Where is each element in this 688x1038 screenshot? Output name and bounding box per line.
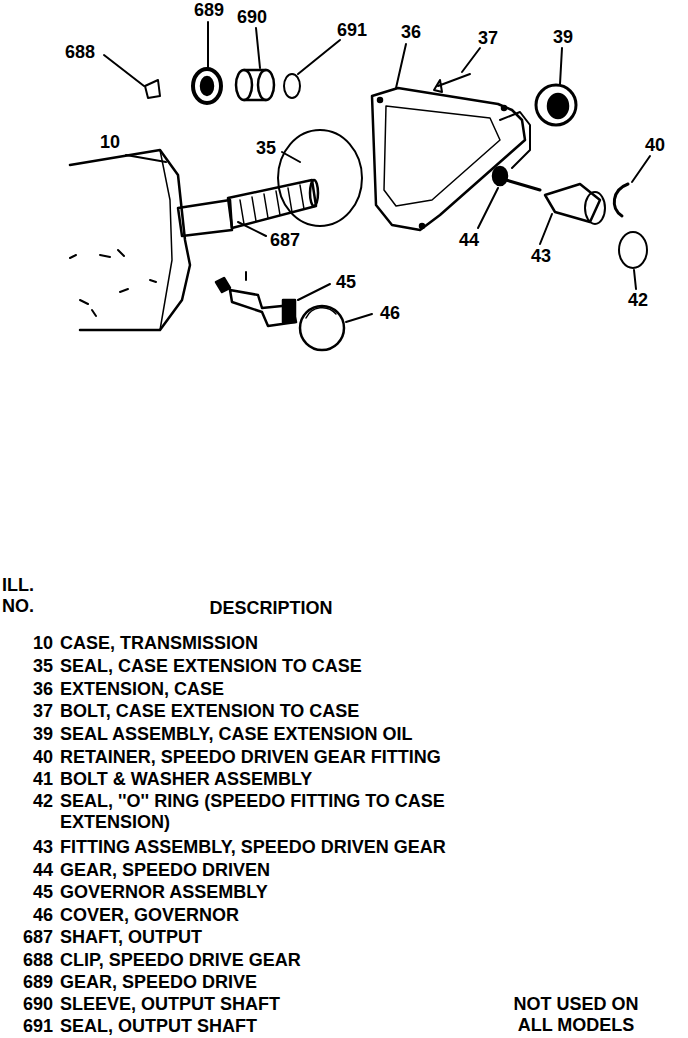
table-cell: COVER, GOVERNOR	[60, 905, 239, 926]
table-cell: GEAR, SPEEDO DRIVEN	[60, 860, 270, 881]
table-cell: RETAINER, SPEEDO DRIVEN GEAR FITTING	[60, 747, 441, 768]
table-cell: SHAFT, OUTPUT	[60, 927, 202, 948]
table-cell: 687	[23, 927, 53, 948]
table-cell: 45	[33, 882, 53, 903]
table-cell: CASE, TRANSMISSION	[60, 633, 258, 654]
callout-number: 10	[100, 132, 120, 153]
table-cell: GEAR, SPEEDO DRIVE	[60, 972, 257, 993]
callout-number: 35	[256, 138, 276, 159]
callout-number: 42	[628, 290, 648, 311]
table-cell: 39	[33, 724, 53, 745]
callout-number: 691	[337, 20, 367, 41]
callout-number: 46	[380, 303, 400, 324]
table-cell: SEAL, ''O'' RING (SPEEDO FITTING TO CASE…	[60, 791, 500, 833]
table-cell: GOVERNOR ASSEMBLY	[60, 882, 268, 903]
table-cell: 691	[23, 1016, 53, 1037]
table-cell: SEAL, CASE EXTENSION TO CASE	[60, 656, 362, 677]
table-cell: 36	[33, 679, 53, 700]
table-cell: 689	[23, 972, 53, 993]
callout-number: 43	[531, 246, 551, 267]
callout-number: 44	[459, 230, 479, 251]
table-header: ILL. NO.	[2, 575, 48, 617]
table-header: DESCRIPTION	[209, 598, 332, 619]
table-cell: 40	[33, 747, 53, 768]
table-cell: 688	[23, 950, 53, 971]
table-cell: SEAL ASSEMBLY, CASE EXTENSION OIL	[60, 724, 412, 745]
callout-number: 689	[194, 0, 224, 21]
callout-number: 688	[65, 42, 95, 63]
table-cell: 44	[33, 860, 53, 881]
note: NOT USED ON ALL MODELS	[496, 994, 656, 1036]
callout-number: 687	[270, 230, 300, 251]
table-cell: 37	[33, 701, 53, 722]
table-cell: 46	[33, 905, 53, 926]
table-cell: 10	[33, 633, 53, 654]
callout-number: 36	[401, 22, 421, 43]
callout-number: 39	[553, 27, 573, 48]
table-cell: SLEEVE, OUTPUT SHAFT	[60, 994, 280, 1015]
table-cell: 690	[23, 994, 53, 1015]
table-cell: SEAL, OUTPUT SHAFT	[60, 1016, 257, 1037]
callout-number: 37	[478, 28, 498, 49]
table-cell: CLIP, SPEEDO DRIVE GEAR	[60, 950, 301, 971]
table-cell: FITTING ASSEMBLY, SPEEDO DRIVEN GEAR	[60, 837, 446, 858]
table-cell: BOLT & WASHER ASSEMBLY	[60, 769, 312, 790]
table-cell: EXTENSION, CASE	[60, 679, 224, 700]
table-cell: 43	[33, 837, 53, 858]
table-cell: BOLT, CASE EXTENSION TO CASE	[60, 701, 359, 722]
callout-number: 690	[237, 7, 267, 28]
table-cell: 41	[33, 769, 53, 790]
table-cell: 42	[33, 791, 53, 812]
table-cell: 35	[33, 656, 53, 677]
callout-number: 45	[336, 272, 356, 293]
callout-number: 40	[645, 135, 665, 156]
